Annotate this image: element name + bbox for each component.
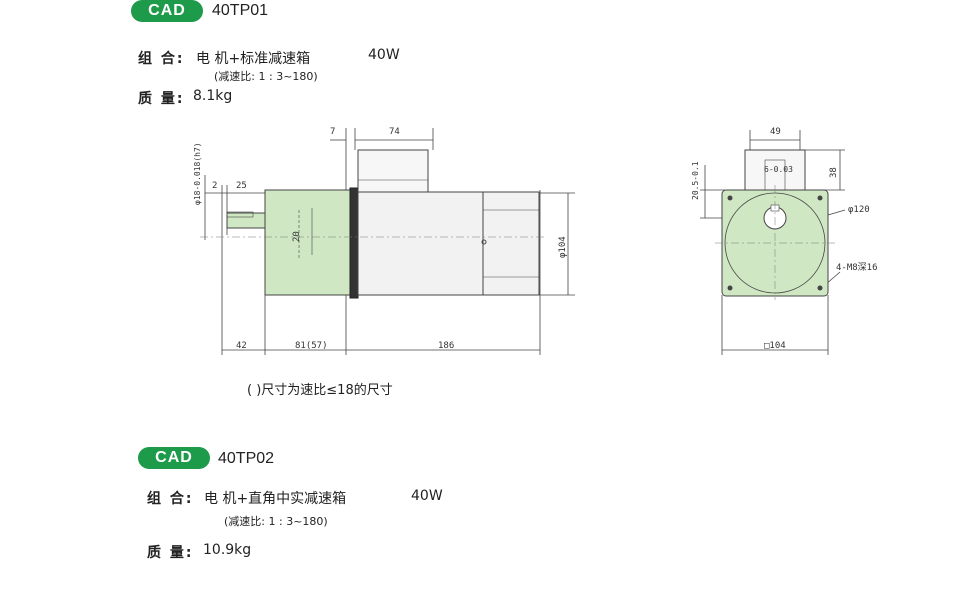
composition-value-1: 电 机+标准减速箱 bbox=[196, 51, 311, 67]
dim-74: 74 bbox=[389, 127, 400, 137]
ratio-text-1: (减速比: 1 : 3~180) bbox=[214, 70, 318, 83]
dim-120: φ120 bbox=[848, 205, 870, 215]
dim-49: 49 bbox=[770, 127, 781, 137]
weight-value-1: 8.1kg bbox=[193, 88, 233, 104]
dim-key: 6-0.03 bbox=[764, 165, 793, 174]
dim-25: 25 bbox=[236, 181, 247, 191]
dim-2: 2 bbox=[212, 181, 217, 191]
composition-value-2: 电 机+直角中实减速箱 bbox=[204, 491, 347, 507]
cad-badge-2[interactable]: CAD bbox=[138, 447, 210, 469]
dim-sq104: □104 bbox=[764, 341, 786, 351]
composition-label-1: 组 合: bbox=[138, 51, 185, 67]
dim-104-dia: φ104 bbox=[558, 236, 568, 258]
dim-81: 81(57) bbox=[295, 341, 328, 351]
weight-value-2: 10.9kg bbox=[203, 542, 252, 558]
dim-20: 20 bbox=[292, 231, 302, 242]
model-name-2: 40TP02 bbox=[218, 450, 275, 467]
dim-42: 42 bbox=[236, 341, 247, 351]
ratio-text-2: (减速比: 1 : 3~180) bbox=[224, 515, 328, 528]
power-value-2: 40W bbox=[411, 488, 443, 504]
cad-badge-1[interactable]: CAD bbox=[131, 0, 203, 22]
dimension-note: ( )尺寸为速比≤18的尺寸 bbox=[247, 383, 393, 398]
dim-7: 7 bbox=[330, 127, 335, 137]
weight-label-2: 质 量: bbox=[147, 545, 194, 561]
dim-20-5: 20.5-0.1 bbox=[691, 161, 700, 200]
dim-shaft-dia: φ18-0.018(h7) bbox=[193, 142, 202, 205]
power-value-1: 40W bbox=[368, 47, 400, 63]
dim-38: 38 bbox=[829, 167, 839, 178]
composition-label-2: 组 合: bbox=[147, 491, 194, 507]
dim-186: 186 bbox=[438, 341, 454, 351]
model-name-1: 40TP01 bbox=[212, 2, 269, 19]
dim-m8: 4-M8深16 bbox=[836, 262, 878, 273]
weight-label-1: 质 量: bbox=[138, 91, 185, 107]
